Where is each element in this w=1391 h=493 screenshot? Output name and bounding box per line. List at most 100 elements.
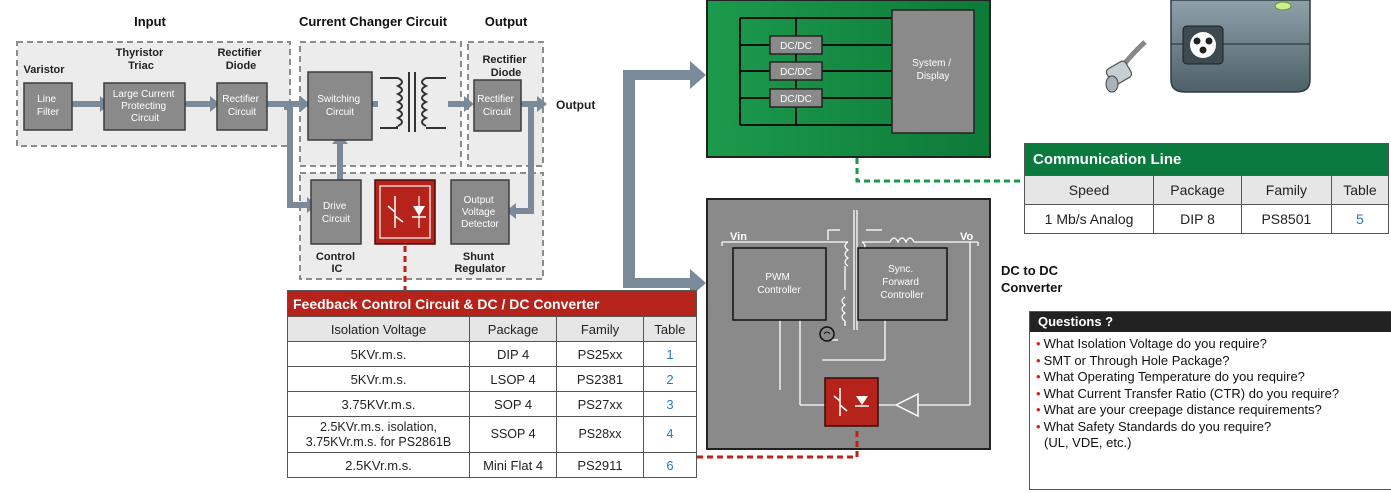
shunt-line-1: Shunt bbox=[463, 251, 494, 263]
pwm-line-1: PWM bbox=[765, 272, 789, 283]
dcdc-block-1 bbox=[769, 35, 823, 55]
dc-to-dc-line-2: Converter bbox=[1001, 280, 1062, 295]
fb-cell[interactable]: 1 bbox=[642, 341, 698, 367]
system-board: DC/DC DC/DC DC/DC System / Display bbox=[706, 0, 991, 158]
rectifier-circuit-2-line-2: Circuit bbox=[483, 107, 512, 118]
rectifier-diode-2-line-1: Rectifier bbox=[482, 54, 527, 66]
dc-to-dc-line-1: DC to DC bbox=[1001, 263, 1059, 278]
fb-cell: PS2911 bbox=[556, 452, 644, 478]
sync-controller-block bbox=[857, 247, 948, 321]
fb-col-package: Package bbox=[469, 316, 558, 342]
fb-table-link[interactable]: 6 bbox=[666, 457, 674, 473]
questions-list: •What Isolation Voltage do you require?•… bbox=[1030, 336, 1391, 435]
switching-circuit-block bbox=[307, 71, 373, 141]
optocoupler-icon bbox=[374, 179, 436, 245]
fb-table-link[interactable]: 3 bbox=[666, 396, 674, 412]
dc-to-dc-label: DC to DC Converter bbox=[1001, 263, 1062, 295]
line-filter-text: Line Filter bbox=[37, 94, 60, 118]
system-display-block bbox=[891, 9, 975, 134]
opamp-icon bbox=[894, 392, 919, 418]
bullet-icon: • bbox=[1036, 336, 1041, 351]
rectifier-circuit-2-text: Rectifier Circuit bbox=[477, 94, 516, 118]
bullet-icon: • bbox=[1036, 418, 1041, 434]
comm-col-speed: Speed bbox=[1023, 175, 1155, 205]
large-current-block bbox=[103, 82, 186, 131]
dcdc-label-2: DC/DC bbox=[780, 67, 812, 78]
fb-table-link[interactable]: 1 bbox=[666, 346, 674, 362]
rectifier-diode-1-line-1: Rectifier bbox=[217, 47, 262, 59]
dcdc-label-3: DC/DC bbox=[780, 94, 812, 105]
switching-line-1: Switching bbox=[317, 94, 360, 105]
rectifier-circuit-2-line-1: Rectifier bbox=[477, 94, 514, 105]
fb-col-table: Table bbox=[642, 316, 698, 342]
system-display-line-1: System / bbox=[912, 58, 951, 69]
fb-cell: 2.5KVr.m.s. isolation,3.75KVr.m.s. for P… bbox=[286, 416, 471, 453]
rectifier-diode-label-2: Rectifier Diode bbox=[482, 54, 529, 79]
pwm-controller-text: PWM Controller bbox=[757, 272, 801, 296]
drive-circuit-block bbox=[310, 179, 362, 245]
fb-cell: PS2381 bbox=[556, 366, 644, 392]
bullet-icon: • bbox=[1036, 385, 1041, 401]
shunt-regulator-label: Shunt Regulator bbox=[454, 251, 506, 275]
fb-row: 2.5KVr.m.s. isolation,3.75KVr.m.s. for P… bbox=[286, 416, 698, 453]
large-current-text: Large Current Protecting Circuit bbox=[113, 89, 177, 124]
power-adapter-icon bbox=[1105, 0, 1311, 93]
comm-col-package: Package bbox=[1153, 175, 1242, 205]
fb-cell: PS25xx bbox=[556, 341, 644, 367]
fb-cell: PS27xx bbox=[556, 391, 644, 417]
questions-box: Questions ? •What Isolation Voltage do y… bbox=[1029, 311, 1391, 490]
detector-line-2: Voltage bbox=[462, 207, 496, 218]
rectifier-diode-2-line-2: Diode bbox=[491, 67, 522, 79]
large-current-line-3: Circuit bbox=[131, 113, 160, 124]
pwm-controller-block bbox=[732, 247, 827, 321]
output-voltage-detector-text: Output Voltage Detector bbox=[461, 195, 499, 230]
feedback-table-title: Feedback Control Circuit & DC / DC Conve… bbox=[287, 290, 697, 317]
drive-line-1: Drive bbox=[323, 201, 347, 212]
fb-cell: SSOP 4 bbox=[469, 416, 558, 453]
rectifier-circuit-1-line-1: Rectifier bbox=[222, 94, 259, 105]
comm-cell[interactable]: 5 bbox=[1330, 204, 1390, 234]
rectifier-diode-label-1: Rectifier Diode bbox=[217, 47, 264, 72]
sync-line-2: Forward bbox=[882, 277, 919, 288]
fb-cell[interactable]: 2 bbox=[642, 366, 698, 392]
switching-line-2: Circuit bbox=[326, 107, 355, 118]
green-dashed-link bbox=[855, 158, 1026, 183]
shunt-line-2: Regulator bbox=[454, 263, 506, 275]
fb-table-link[interactable]: 4 bbox=[666, 427, 674, 441]
question-item: •What Current Transfer Ratio (CTR) do yo… bbox=[1036, 385, 1340, 401]
sync-line-3: Controller bbox=[880, 290, 924, 301]
communication-table: Communication Line Speed Package Family … bbox=[1023, 143, 1390, 234]
rectifier-diode-1-line-2: Diode bbox=[226, 60, 257, 72]
fb-cell: Mini Flat 4 bbox=[469, 452, 558, 478]
drive-line-2: Circuit bbox=[322, 214, 351, 225]
fb-cell[interactable]: 6 bbox=[642, 452, 698, 478]
line-filter-line-1: Line bbox=[37, 94, 56, 105]
varistor-label: Varistor bbox=[24, 64, 66, 76]
fb-table-link[interactable]: 2 bbox=[666, 371, 674, 387]
rectifier-circuit-1-line-2: Circuit bbox=[228, 107, 257, 118]
rectifier-circuit-block-2 bbox=[473, 79, 522, 132]
fb-cell: 5KVr.m.s. bbox=[286, 341, 471, 367]
line-filter-line-2: Filter bbox=[37, 107, 60, 118]
fb-cell: SOP 4 bbox=[469, 391, 558, 417]
fb-cell: 2.5KVr.m.s. bbox=[286, 452, 471, 478]
comm-table-link[interactable]: 5 bbox=[1356, 211, 1364, 227]
fb-cell[interactable]: 3 bbox=[642, 391, 698, 417]
rectifier-circuit-block-1 bbox=[216, 82, 268, 131]
system-display-line-2: Display bbox=[917, 71, 950, 82]
bullet-icon: • bbox=[1036, 402, 1041, 417]
output-header: Output bbox=[485, 14, 528, 29]
fb-cell: 3.75KVr.m.s. bbox=[286, 391, 471, 417]
fb-cell[interactable]: 4 bbox=[642, 416, 698, 453]
fb-cell: 5KVr.m.s. bbox=[286, 366, 471, 392]
detector-line-1: Output bbox=[464, 195, 494, 206]
signal-arrows bbox=[64, 61, 706, 297]
fb-col-family: Family bbox=[556, 316, 644, 342]
